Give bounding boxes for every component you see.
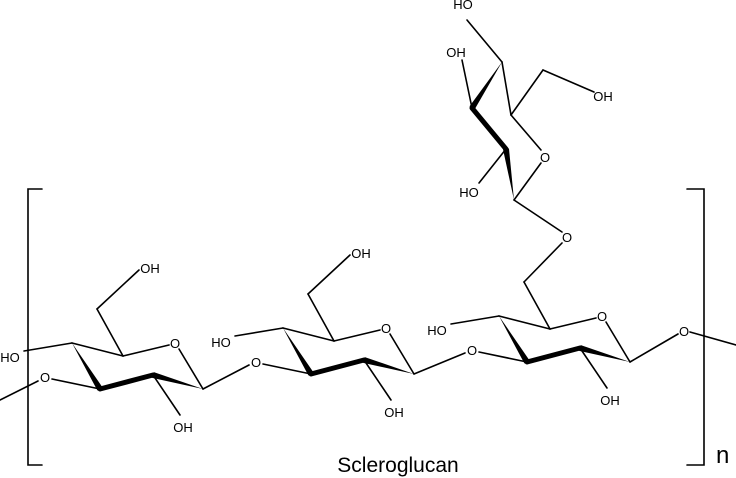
repeat-unit-n: n <box>716 442 729 469</box>
c6-hydroxyl: OH <box>593 89 613 104</box>
wedge-bond <box>579 345 630 362</box>
c4-oh-bond <box>466 19 503 63</box>
glycosidic-oxygen: O <box>251 355 261 370</box>
c6-hydroxyl: OH <box>351 246 371 261</box>
branch-bond <box>523 242 563 283</box>
c4-oh-bond <box>234 327 284 337</box>
bold-bond <box>524 345 583 365</box>
c5-c6-bond <box>307 293 335 342</box>
branch-oxygen: O <box>562 230 572 245</box>
ring-oxygen: O <box>170 336 180 351</box>
bold-bond <box>97 372 156 392</box>
c6-oh-bond <box>96 269 140 310</box>
glycosidic-oxygen: O <box>467 343 477 358</box>
c4-oh-bond <box>23 342 73 352</box>
c2-oh-bond <box>579 347 608 389</box>
c4-oh-bond <box>450 315 500 325</box>
wedge-bond <box>363 357 414 374</box>
ring-bond <box>282 327 335 342</box>
ring-bond <box>510 114 542 151</box>
bold-bond <box>469 105 509 152</box>
ring-bond <box>71 342 124 357</box>
c2-oh-bond <box>478 148 507 184</box>
c2-hydroxyl: HO <box>459 185 479 200</box>
wedge-bond <box>499 316 530 364</box>
compound-name: Scleroglucan <box>337 454 458 477</box>
wedge-bond <box>283 328 314 376</box>
ring-oxygen: O <box>381 321 391 336</box>
bold-bond <box>308 357 367 377</box>
c3-o-bond <box>262 363 312 375</box>
c4-hydroxyl: HO <box>211 335 231 350</box>
c2-hydroxyl: OH <box>173 420 193 435</box>
ring-bond <box>605 321 631 363</box>
glycosidic-oxygen: O <box>40 370 50 385</box>
ring-bond <box>389 333 415 375</box>
ring-bond <box>513 162 542 201</box>
c6-oh-bond <box>542 69 595 93</box>
ring-bond <box>501 61 512 116</box>
c5-c6-bond <box>510 69 544 116</box>
c6-hydroxyl: OH <box>140 261 160 276</box>
c2-hydroxyl: OH <box>600 393 620 408</box>
chain-continuation-bond <box>689 331 736 346</box>
c4-hydroxyl: HO <box>0 350 20 365</box>
ring-bond <box>498 315 551 330</box>
wedge-bond <box>72 343 103 391</box>
glycosidic-bond <box>202 364 250 390</box>
chain-continuation-bond <box>0 380 39 401</box>
c6-oh-bond <box>307 254 351 295</box>
c2-oh-bond <box>152 374 181 416</box>
glycosidic-bond <box>629 333 679 363</box>
c2-hydroxyl: OH <box>384 405 404 420</box>
ring-bond <box>549 317 597 330</box>
c4-hydroxyl: HO <box>453 0 473 12</box>
wedge-bond <box>152 372 203 389</box>
glycosidic-oxygen: O <box>679 324 689 339</box>
ring-oxygen: O <box>597 309 607 324</box>
c5-c6-bond <box>523 281 551 330</box>
ring-bond <box>178 348 204 390</box>
c2-oh-bond <box>363 359 392 401</box>
branch-glycosidic-bond <box>513 199 563 233</box>
c3-o-bond <box>478 351 528 363</box>
glycosidic-bond <box>413 352 466 375</box>
ring-bond <box>333 329 381 342</box>
c3-o-bond <box>51 378 101 390</box>
ring-bond <box>122 344 170 357</box>
c3-oh-bond <box>461 59 473 109</box>
wedge-bond <box>503 148 514 200</box>
c3-hydroxyl: OH <box>446 45 466 60</box>
wedge-bond <box>469 62 502 110</box>
ring-oxygen: O <box>540 150 550 165</box>
right-bracket <box>686 188 705 466</box>
c5-c6-bond <box>96 308 124 357</box>
left-bracket <box>27 188 43 466</box>
c4-hydroxyl: HO <box>427 323 447 338</box>
